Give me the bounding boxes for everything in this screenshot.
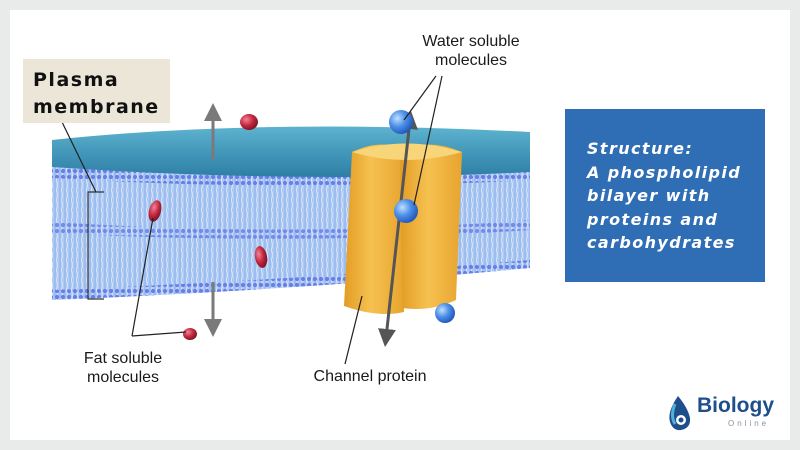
channel-protein-shape xyxy=(344,143,462,314)
info-line: proteins and xyxy=(587,209,719,229)
pointer-lines xyxy=(61,75,443,365)
info-line: carbohydrates xyxy=(587,233,736,252)
fat-molecule xyxy=(240,114,258,130)
fat-soluble-label: Fat soluble molecules xyxy=(83,350,163,386)
info-line: bilayer with xyxy=(587,186,711,205)
channel-transport-arrow xyxy=(378,111,418,347)
water-molecule xyxy=(394,199,418,223)
info-line: A phospholipid xyxy=(587,162,742,182)
logo-wordmark: Biology xyxy=(697,394,774,417)
channel-protein-label: Channel protein xyxy=(313,368,427,385)
diagram-title: Plasma membrane xyxy=(23,59,170,123)
structure-info-box: Structure: A phospholipid bilayer with p… xyxy=(565,109,765,282)
title-line-2: membrane xyxy=(33,96,160,118)
fat-molecule xyxy=(183,328,197,340)
info-line: Structure: xyxy=(587,139,694,158)
fat-molecule xyxy=(148,200,162,222)
water-molecule xyxy=(389,110,413,134)
water-soluble-label: Water soluble molecules xyxy=(422,33,520,69)
biology-online-logo: Biology Online xyxy=(664,394,789,436)
leaf-drop-icon xyxy=(669,396,691,431)
water-molecule xyxy=(435,303,455,323)
logo-subtext: Online xyxy=(728,419,770,428)
title-line-1: Plasma xyxy=(33,69,120,91)
fat-molecule xyxy=(254,246,268,268)
